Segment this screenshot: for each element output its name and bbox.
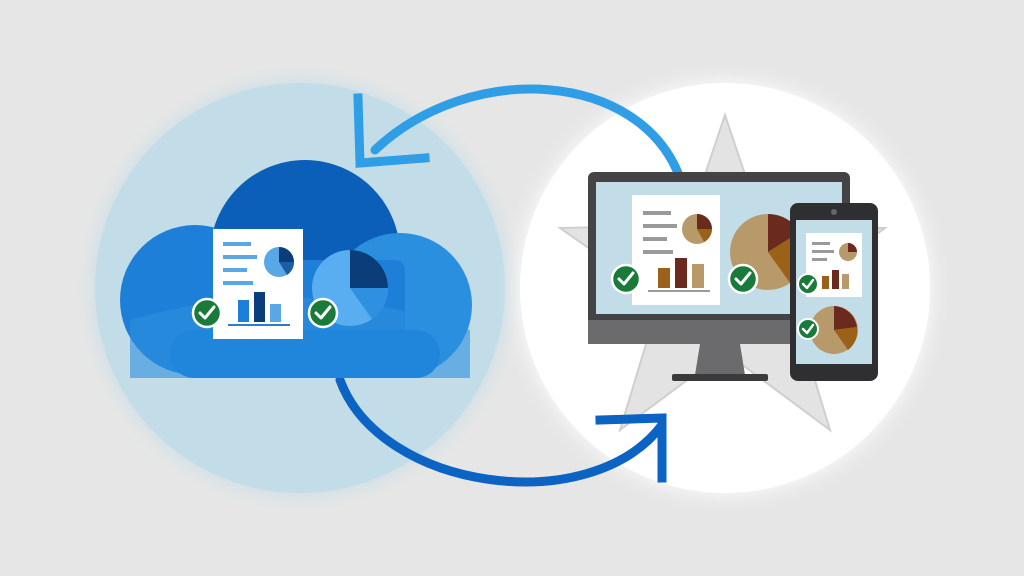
- checkmark-icon: [797, 318, 819, 340]
- checkmark-icon: [610, 263, 642, 295]
- cloud-document: [213, 229, 303, 339]
- checkmark-icon: [191, 297, 223, 329]
- arrow-to-cloud-icon: [353, 84, 685, 183]
- checkmark-icon: [727, 263, 759, 295]
- checkmark-icon: [797, 273, 819, 295]
- arrow-to-devices-icon: [335, 375, 667, 487]
- phone-pie-chart: [810, 306, 858, 354]
- checkmark-icon: [307, 297, 339, 329]
- monitor-document: [632, 195, 720, 305]
